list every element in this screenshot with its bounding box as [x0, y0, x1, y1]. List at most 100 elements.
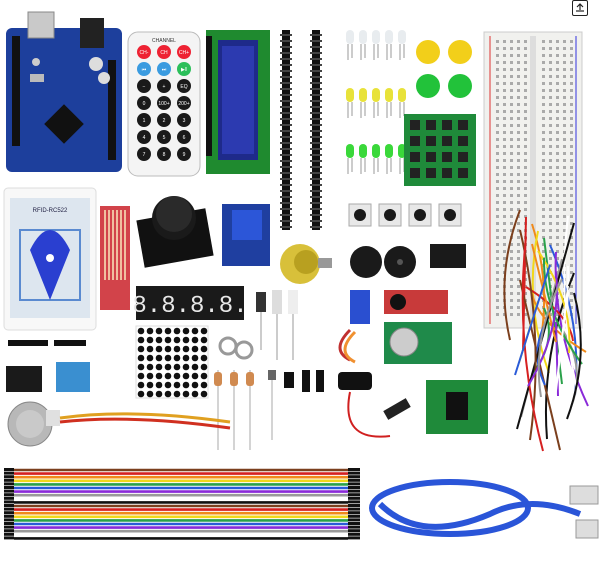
breadboard-hole — [563, 173, 566, 176]
breadboard-hole — [510, 250, 513, 253]
breadboard-hole — [570, 250, 573, 253]
ribbon-connector — [4, 507, 14, 511]
matrix-dot — [146, 354, 154, 362]
breadboard-hole — [503, 117, 506, 120]
matrix-dot — [182, 327, 190, 335]
header-pin — [280, 70, 292, 72]
breadboard-hole — [524, 47, 527, 50]
breadboard-hole — [563, 40, 566, 43]
ribbon-connector — [4, 522, 14, 525]
breadboard-hole — [524, 110, 527, 113]
breadboard-hole — [496, 152, 499, 155]
breadboard-hole — [510, 194, 513, 197]
breadboard-hole — [563, 75, 566, 78]
breadboard-hole — [563, 201, 566, 204]
breadboard-hole — [524, 159, 527, 162]
breadboard-hole — [510, 75, 513, 78]
breadboard-hole — [570, 75, 573, 78]
breadboard-hole — [510, 222, 513, 225]
breadboard-hole — [524, 313, 527, 316]
breadboard-hole — [542, 194, 545, 197]
ribbon-connector — [348, 532, 360, 536]
ribbon-connector — [4, 486, 14, 489]
ribbon-connector — [348, 478, 360, 482]
breadboard-hole — [517, 124, 520, 127]
remote-key — [137, 45, 151, 59]
matrix-dot — [173, 363, 181, 371]
breadboard-hole — [570, 236, 573, 239]
breadboard-hole — [496, 292, 499, 295]
sound-sensor — [384, 290, 448, 314]
matrix-dot — [146, 363, 154, 371]
breadboard-hole — [503, 215, 506, 218]
remote-key — [157, 113, 171, 127]
resistors — [214, 370, 276, 450]
matrix-dot — [173, 345, 181, 353]
breadboard-hole — [496, 236, 499, 239]
breadboard-hole — [517, 131, 520, 134]
header-pin — [310, 130, 322, 132]
matrix-dot — [137, 336, 145, 344]
jumper-wire — [542, 257, 583, 365]
breadboard-hole — [510, 180, 513, 183]
breadboard-hole — [549, 215, 552, 218]
ribbon-connector — [348, 493, 360, 497]
breadboard-hole — [517, 229, 520, 232]
breadboard-hole — [556, 215, 559, 218]
matrix-dot — [200, 372, 208, 380]
matrix-dot — [200, 363, 208, 371]
breadboard-hole — [517, 250, 520, 253]
breadboard-hole — [510, 166, 513, 169]
header-pin — [280, 76, 292, 78]
breadboard-hole — [542, 159, 545, 162]
ribbon-connector — [348, 489, 360, 493]
breadboard-hole — [510, 131, 513, 134]
breadboard-hole — [549, 152, 552, 155]
breadboard-hole — [556, 124, 559, 127]
seven-segment-text: 8.8.8.8. — [132, 293, 247, 320]
breadboard-hole — [496, 82, 499, 85]
remote-key — [157, 96, 171, 110]
dupont-ribbon-cable — [4, 468, 360, 540]
matrix-dot — [164, 390, 172, 398]
breadboard-hole — [496, 124, 499, 127]
breadboard-hole — [556, 152, 559, 155]
breadboard-hole — [496, 117, 499, 120]
breadboard-hole — [542, 68, 545, 71]
breadboard-hole — [570, 285, 573, 288]
breadboard-hole — [510, 306, 513, 309]
matrix-dot — [182, 372, 190, 380]
remote-key — [177, 147, 191, 161]
ribbon-connector — [4, 471, 14, 475]
breadboard-hole — [549, 229, 552, 232]
breadboard-hole — [570, 222, 573, 225]
breadboard-hole — [503, 54, 506, 57]
breadboard-hole — [524, 61, 527, 64]
external-link-icon[interactable] — [572, 0, 588, 16]
breadboard-hole — [542, 222, 545, 225]
breadboard-hole — [542, 229, 545, 232]
breadboard-hole — [570, 194, 573, 197]
breadboard-hole — [556, 117, 559, 120]
breadboard-hole — [570, 201, 573, 204]
breadboard-hole — [496, 131, 499, 134]
breadboard-hole — [496, 306, 499, 309]
breadboard-hole — [563, 166, 566, 169]
breadboard-hole — [503, 173, 506, 176]
breadboard-hole — [517, 145, 520, 148]
keypad-key — [458, 136, 468, 146]
breadboard-hole — [556, 180, 559, 183]
matrix-dot — [146, 345, 154, 353]
header-pin — [280, 40, 292, 42]
header-pin — [310, 178, 322, 180]
matrix-dot — [200, 336, 208, 344]
header-pin — [280, 202, 292, 204]
matrix-dot — [155, 372, 163, 380]
breadboard-hole — [524, 145, 527, 148]
remote-key-label: 1 — [143, 118, 146, 124]
keypad-key — [442, 168, 452, 178]
breadboard-hole — [542, 40, 545, 43]
keypad-key — [426, 152, 436, 162]
breadboard-hole — [524, 138, 527, 141]
